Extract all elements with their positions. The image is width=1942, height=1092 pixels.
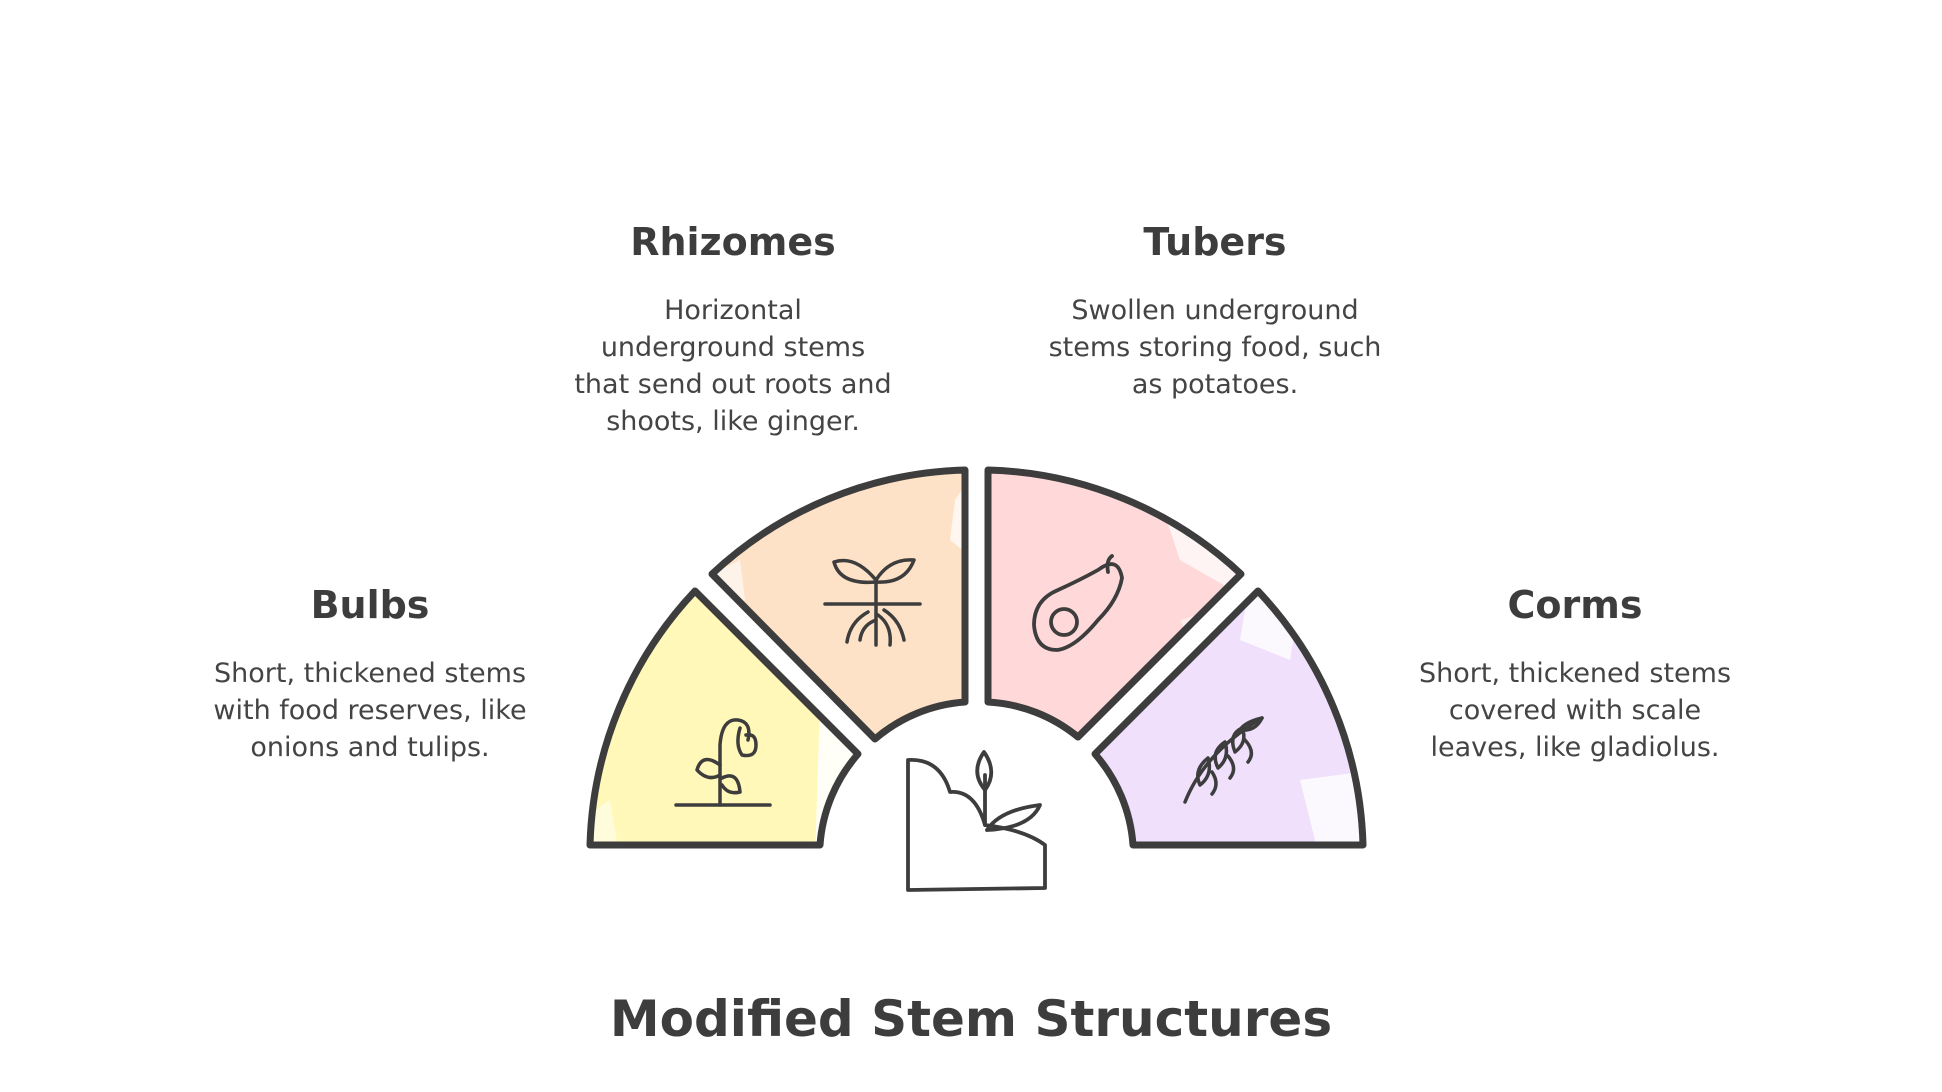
gladiolus-icon: [1183, 716, 1264, 804]
heading-bulbs: Bulbs: [310, 583, 430, 627]
label-corms: Corms Short, thickened stems covered wit…: [1405, 583, 1745, 766]
label-bulbs: Bulbs Short, thickened stems with food r…: [200, 583, 540, 766]
potato-icon: [1032, 554, 1124, 652]
segment-corms: [1091, 587, 1367, 849]
description-bulbs: Short, thickened stems with food reserve…: [213, 657, 527, 763]
description-tubers: Swollen underground stems storing food, …: [1048, 294, 1382, 400]
plant-growing-from-ground-icon: [906, 750, 1047, 892]
wilting-plant-icon: [674, 718, 772, 807]
heading-corms: Corms: [1507, 583, 1643, 627]
label-rhizomes: Rhizomes Horizontal underground stems th…: [573, 220, 893, 440]
description-rhizomes: Horizontal underground stems that send o…: [574, 294, 892, 437]
sprout-roots-icon: [823, 558, 922, 647]
label-tubers: Tubers Swollen underground stems storing…: [1045, 220, 1385, 403]
page-title: Modified Stem Structures: [609, 990, 1333, 1048]
description-corms: Short, thickened stems covered with scal…: [1418, 657, 1732, 763]
heading-tubers: Tubers: [1143, 220, 1287, 264]
heading-rhizomes: Rhizomes: [630, 220, 836, 264]
